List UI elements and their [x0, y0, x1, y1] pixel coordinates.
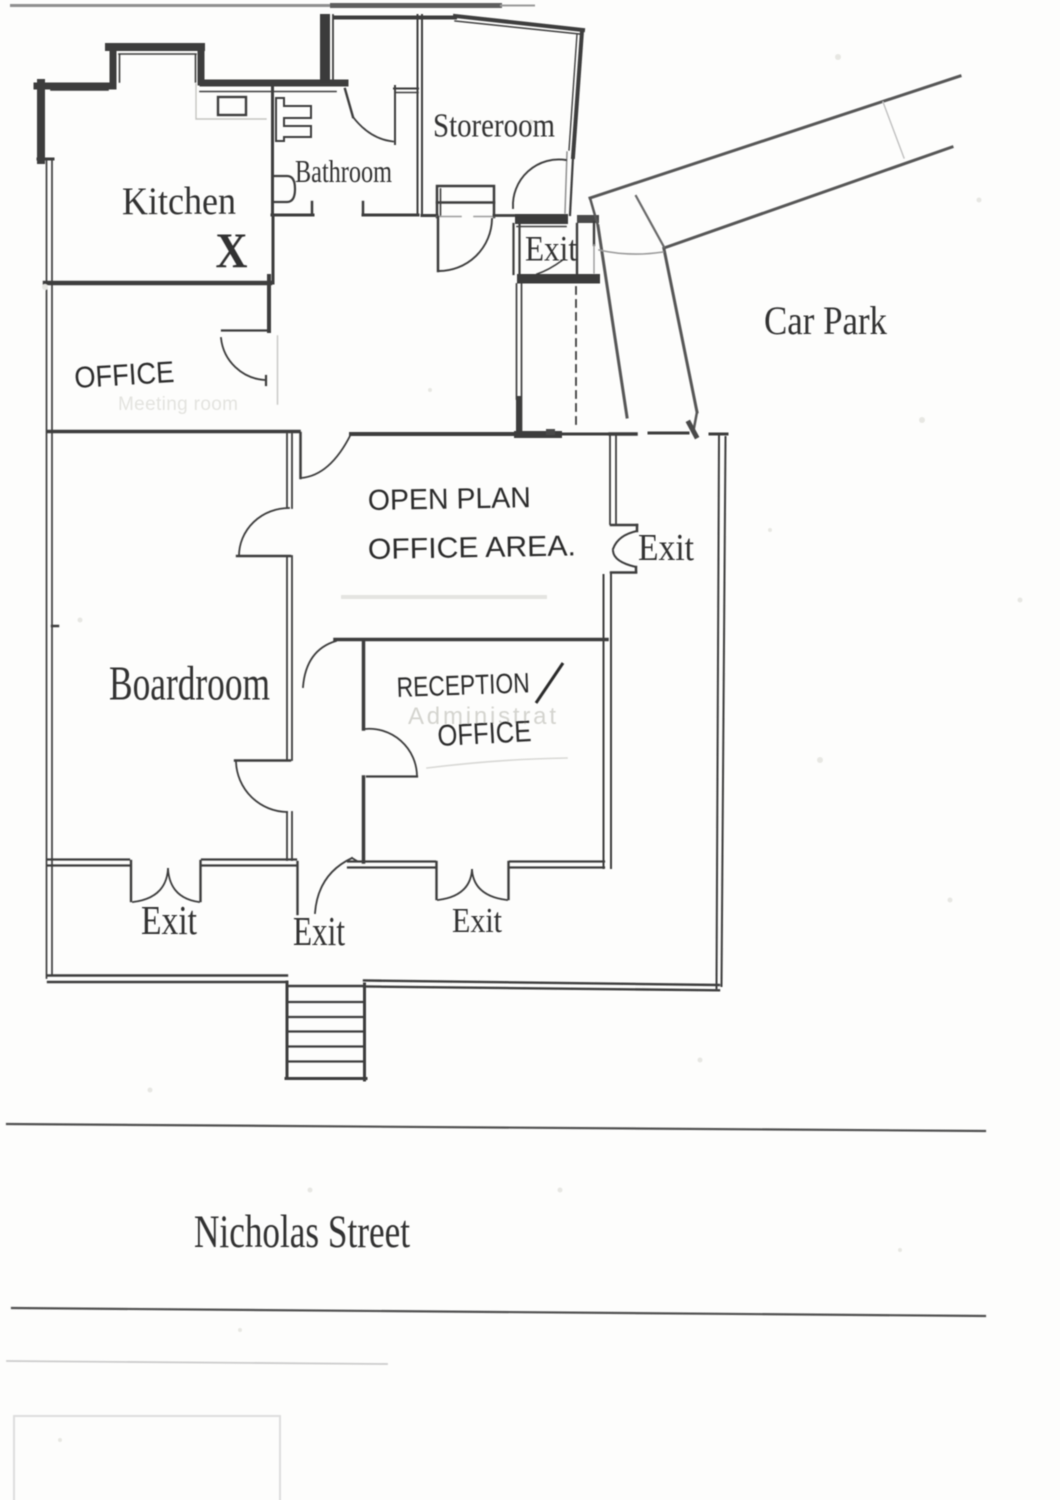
svg-text:Exit: Exit: [525, 229, 577, 269]
svg-text:OFFICE AREA.: OFFICE AREA.: [368, 530, 577, 566]
svg-text:Exit: Exit: [293, 908, 345, 954]
svg-text:OPEN PLAN: OPEN PLAN: [368, 482, 532, 517]
svg-text:Meeting room: Meeting room: [118, 394, 238, 415]
svg-text:Nicholas Street: Nicholas Street: [194, 1206, 410, 1258]
svg-text:Car Park: Car Park: [764, 298, 887, 343]
svg-text:Bathroom: Bathroom: [295, 153, 392, 189]
svg-text:Exit: Exit: [452, 901, 502, 940]
svg-text:Exit: Exit: [141, 897, 197, 943]
svg-text:X: X: [216, 222, 248, 278]
svg-text:OFFICE: OFFICE: [73, 356, 175, 395]
svg-text:Kitchen: Kitchen: [122, 180, 236, 223]
svg-text:RECEPTION: RECEPTION: [396, 667, 530, 703]
svg-text:Boardroom: Boardroom: [109, 656, 270, 711]
svg-text:OFFICE: OFFICE: [437, 715, 533, 753]
svg-text:Exit: Exit: [638, 527, 694, 569]
svg-text:Storeroom: Storeroom: [433, 108, 555, 145]
